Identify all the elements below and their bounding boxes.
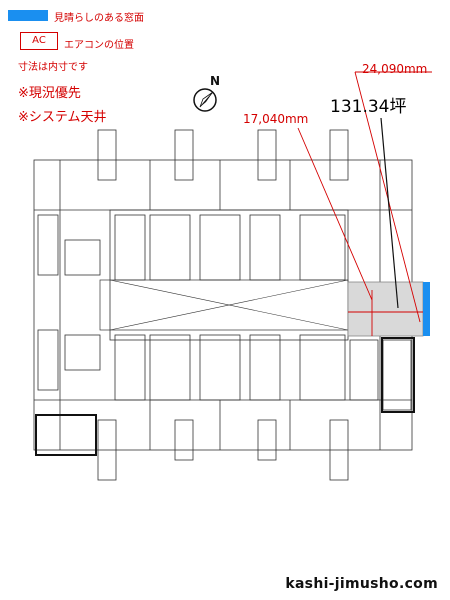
legend-inner-dim: 寸法は内寸です bbox=[18, 62, 88, 73]
legend-current-priority: ※現況優先 bbox=[18, 86, 81, 101]
north-arrow-icon bbox=[193, 88, 217, 112]
area-label: 131.34坪 bbox=[330, 97, 407, 117]
leased-area bbox=[347, 281, 424, 337]
ac-box: AC bbox=[20, 32, 58, 50]
site-watermark: kashi-jimusho.com bbox=[285, 576, 438, 592]
window-face bbox=[423, 282, 430, 336]
legend-system-ceiling: ※システム天井 bbox=[18, 110, 107, 125]
dim-long-label: 24,090mm bbox=[362, 62, 428, 76]
legend-ac-label: エアコンの位置 bbox=[64, 40, 134, 51]
dim-short-label: 17,040mm bbox=[243, 112, 309, 126]
window-swatch bbox=[8, 10, 48, 21]
legend-view-window: 見晴らしのある窓面 bbox=[54, 13, 144, 24]
legend: 見晴らしのある窓面 AC エアコンの位置 寸法は内寸です ※現況優先 ※システム… bbox=[0, 0, 450, 130]
north-label: N bbox=[210, 74, 221, 88]
